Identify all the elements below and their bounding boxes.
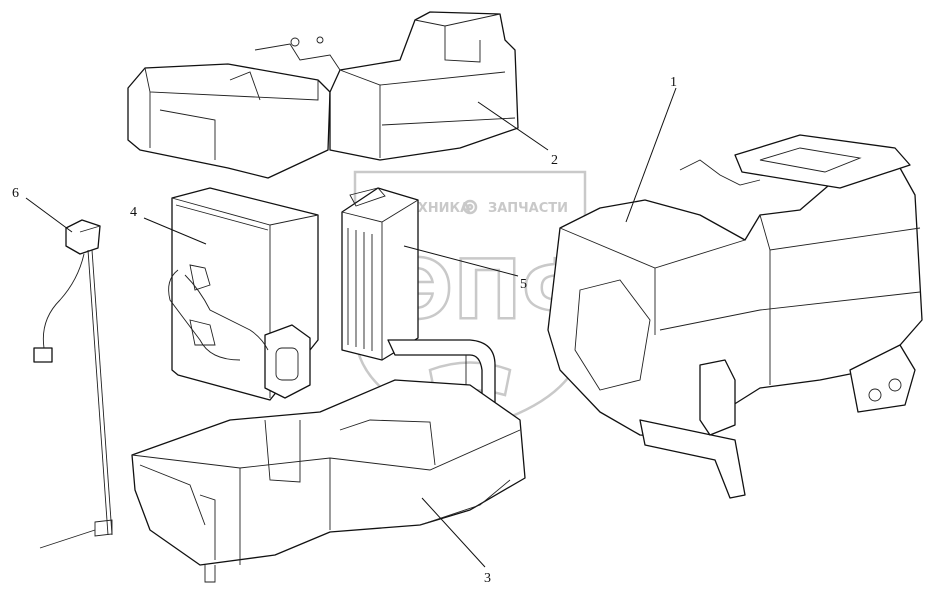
part-lower-housing bbox=[131, 379, 526, 583]
callout-number-1: 1 bbox=[670, 75, 677, 90]
callout-2: 2 bbox=[477, 101, 558, 168]
callout-1: 1 bbox=[625, 75, 677, 223]
part-upper-housing bbox=[127, 11, 519, 179]
callout-3: 3 bbox=[421, 497, 491, 586]
part-sensor bbox=[33, 219, 113, 549]
callout-5: 5 bbox=[403, 245, 527, 292]
callout-6: 6 bbox=[12, 186, 73, 233]
callout-number-2: 2 bbox=[551, 153, 558, 168]
callout-number-6: 6 bbox=[12, 186, 19, 201]
watermark-text-right: ЗАПЧАСТИ bbox=[488, 201, 568, 216]
gear-icon bbox=[462, 199, 478, 215]
part-hvac-assembly bbox=[547, 134, 923, 499]
callout-number-3: 3 bbox=[484, 571, 491, 586]
callout-number-5: 5 bbox=[520, 277, 527, 292]
part-evaporator bbox=[168, 187, 319, 401]
callout-4: 4 bbox=[130, 205, 207, 245]
callout-number-4: 4 bbox=[130, 205, 137, 220]
